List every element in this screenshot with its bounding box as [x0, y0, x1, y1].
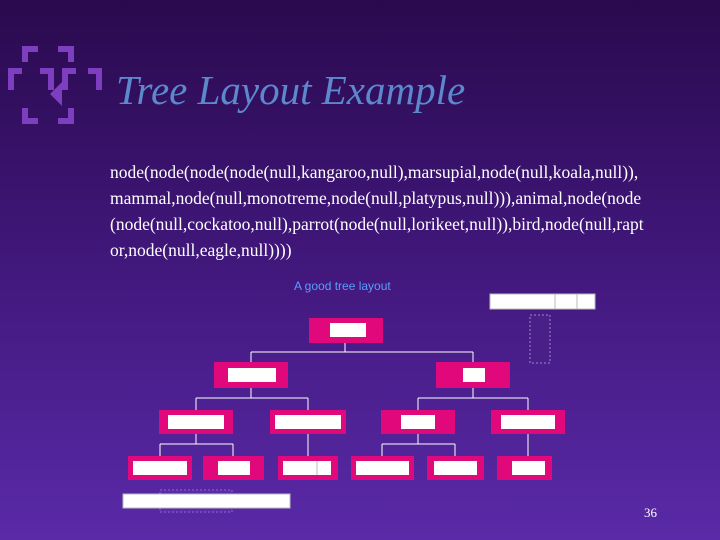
tree-expression-text: node(node(node(node(null,kangaroo,null),…	[110, 162, 644, 260]
legend-box	[489, 293, 596, 364]
page-number: 36	[644, 505, 657, 520]
tree-node-root	[309, 318, 383, 343]
legend-bar	[489, 293, 596, 310]
bottom-white-bar	[122, 493, 291, 509]
tree-node-left	[214, 362, 288, 388]
tree-node-level3	[351, 456, 414, 480]
figure-caption: A good tree layout	[294, 279, 391, 293]
bottom-bar	[122, 489, 291, 513]
tree-edges	[159, 343, 529, 456]
legend-dashed-box	[529, 314, 551, 364]
tree-node-level2	[270, 410, 346, 434]
tree-node-level2	[159, 410, 233, 434]
tree-node-level3	[497, 456, 552, 480]
tree-node-right	[436, 362, 510, 388]
tree-node-level3	[128, 456, 192, 480]
slide-logo-arrows-icon	[8, 46, 102, 124]
slide-title: Tree Layout Example	[116, 67, 466, 113]
tree-node-level3	[203, 456, 264, 480]
tree-node-level2	[381, 410, 455, 434]
tree-node-level3	[427, 456, 484, 480]
tree-node-level2	[491, 410, 565, 434]
tree-node-level3	[278, 456, 338, 480]
